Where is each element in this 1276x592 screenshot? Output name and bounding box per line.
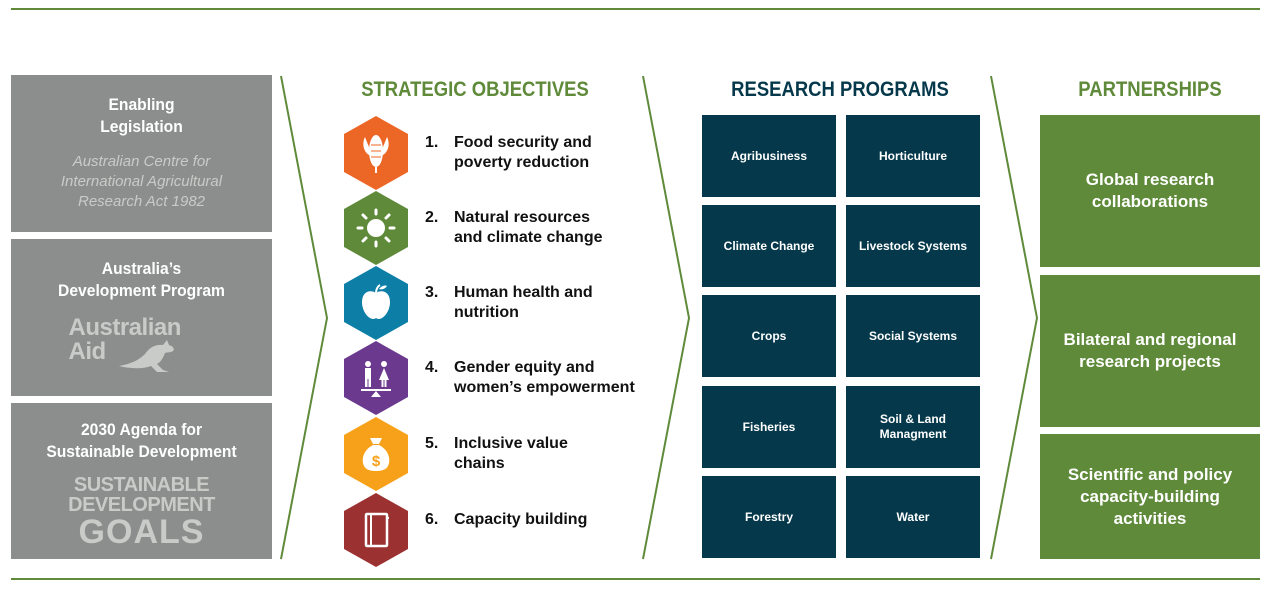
program-tile-soil-land: Soil & Land Managment [846, 386, 980, 468]
development-program-box: Australia’s Development Program Australi… [11, 239, 272, 396]
partnership-bilateral-regional: Bilateral and regional research projects [1040, 275, 1260, 427]
corn-icon [363, 135, 389, 173]
objective-2: 2. Natural resources and climate change [343, 190, 663, 265]
money-bag-icon: $ [362, 438, 390, 471]
australian-aid-logo: Australian Aid [67, 310, 217, 378]
program-tile-forestry: Forestry [702, 476, 836, 558]
apple-icon [362, 284, 390, 319]
bottom-rule [11, 578, 1260, 580]
enabling-legislation-title: Enabling Legislation [100, 95, 183, 136]
research-programs-heading: RESEARCH PROGRAMS [731, 78, 949, 101]
enabling-legislation-box: Enabling Legislation Australian Centre f… [11, 75, 272, 232]
program-tile-agribusiness: Agribusiness [702, 115, 836, 197]
partnership-global-research: Global research collaborations [1040, 115, 1260, 267]
program-tile-fisheries: Fisheries [702, 386, 836, 468]
chevron-divider-2 [642, 75, 691, 560]
program-tile-livestock-systems: Livestock Systems [846, 205, 980, 287]
hexagon-badge [344, 341, 408, 415]
agenda-2030-box: 2030 Agenda for Sustainable Development … [11, 403, 272, 559]
objective-3: 3. Human health and nutrition [343, 265, 663, 340]
program-tile-social-systems: Social Systems [846, 295, 980, 377]
partnerships-heading: PARTNERSHIPS [1078, 78, 1222, 101]
sun-icon [356, 208, 396, 248]
program-tile-horticulture: Horticulture [846, 115, 980, 197]
agenda-2030-title: 2030 Agenda for Sustainable Development [46, 420, 237, 461]
objective-5: $ 5. Inclusive value chains [343, 416, 663, 491]
development-program-title: Australia’s Development Program [58, 259, 225, 300]
gender-scale-icon [361, 361, 391, 397]
program-tile-crops: Crops [702, 295, 836, 377]
top-rule [11, 8, 1260, 10]
objective-6: 6. Capacity building [343, 492, 663, 567]
svg-text:$: $ [372, 453, 381, 470]
partnership-capacity-building: Scientific and policy capacity-building … [1040, 434, 1260, 559]
hexagon-badge [344, 493, 408, 567]
program-tile-climate-change: Climate Change [702, 205, 836, 287]
objective-4: 4. Gender equity and women’s empowerment [343, 340, 663, 415]
objective-1: 1. Food security and poverty reduction [343, 115, 663, 190]
legislation-act-name: Australian Centre for International Agri… [60, 153, 223, 210]
chevron-divider-1 [280, 75, 329, 560]
book-icon [364, 512, 389, 548]
kangaroo-icon [118, 340, 174, 372]
sdg-logo: SUSTAINABLE DEVELOPMENT GOALS [68, 474, 215, 551]
strategic-objectives-heading: STRATEGIC OBJECTIVES [361, 78, 589, 101]
program-tile-water: Water [846, 476, 980, 558]
chevron-divider-3 [990, 75, 1039, 560]
